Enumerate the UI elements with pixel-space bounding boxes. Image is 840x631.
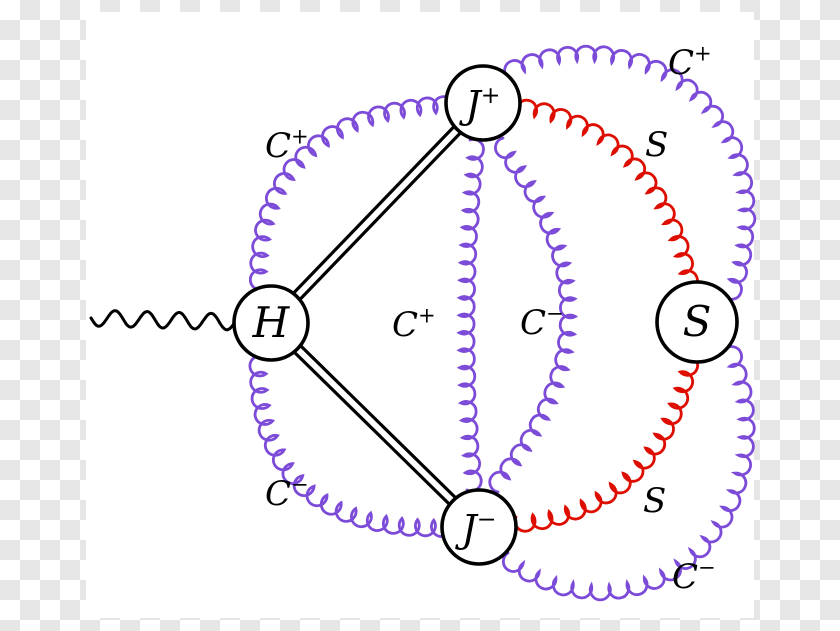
gluon-cminus-left: [248, 354, 453, 538]
label-s-upper: S: [645, 125, 668, 165]
double-line-H-Jm-1: [273, 318, 484, 525]
vertex-label-S: S: [683, 297, 712, 346]
label-cplus-center: C+: [392, 302, 436, 345]
vertex-S: [655, 280, 739, 364]
label-cminus-center: C−: [520, 300, 564, 343]
vertex-label-H: H: [252, 298, 291, 347]
gluon-cplus-middle: [456, 138, 485, 493]
gluon-s-upper: [515, 98, 699, 292]
label-cminus-lower-left: C−: [265, 471, 309, 514]
label-cplus-upper-left: C+: [265, 123, 309, 166]
vertex-H: [232, 284, 310, 362]
gluon-s-lower: [513, 353, 699, 533]
gluon-cminus-middle: [488, 136, 579, 494]
double-line-H-Jm-0: [266, 325, 477, 532]
vertex-Jm: [440, 488, 518, 566]
gluon-cplus-left: [249, 95, 455, 292]
gluon-cplus-top-right: [503, 44, 757, 301]
label-s-lower: S: [643, 481, 666, 521]
gluon-cminus-bottom-right: [501, 345, 756, 602]
double-line-H-Jp-0: [273, 105, 488, 328]
wavy-line: [89, 309, 237, 332]
double-line-H-Jp-1: [266, 98, 481, 321]
vertex-Jp: [444, 64, 522, 142]
label-cplus-top-right: C+: [668, 40, 712, 83]
label-cminus-bottom-right: C−: [672, 554, 716, 597]
